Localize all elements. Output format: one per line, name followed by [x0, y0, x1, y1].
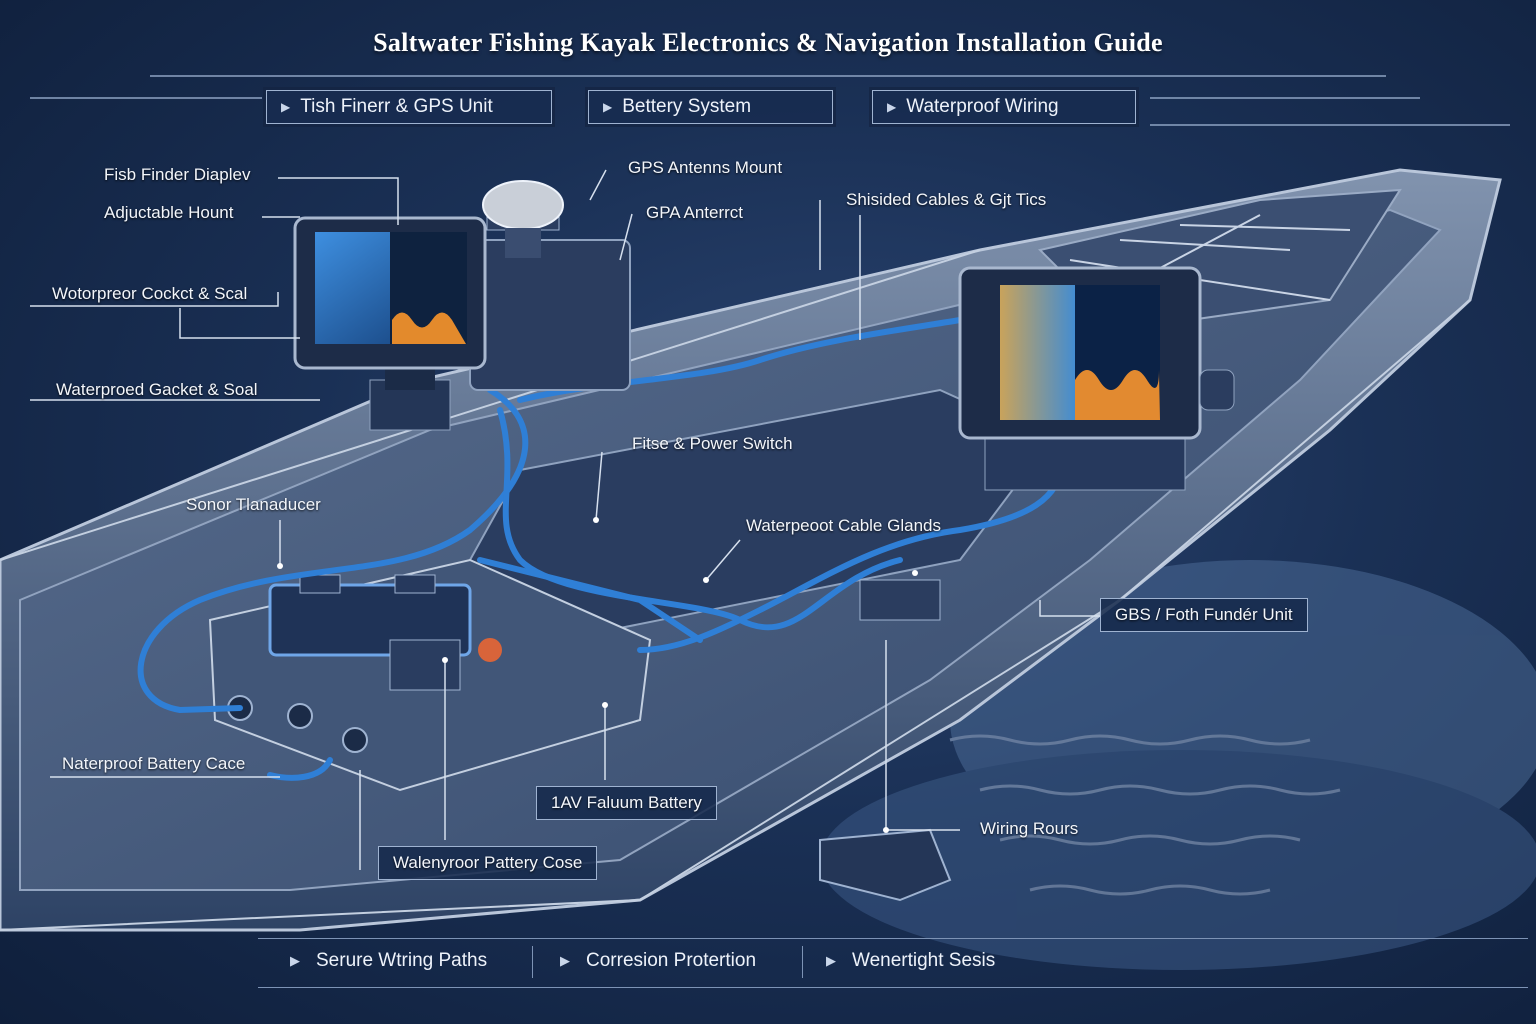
- play-arrow-icon: ▶: [560, 953, 570, 968]
- tab-fish-finder-gps[interactable]: ▶ Tish Finerr & GPS Unit: [266, 90, 552, 124]
- transducer-unit: [819, 579, 952, 902]
- tab-battery-system[interactable]: ▶ Bettery System: [588, 90, 833, 124]
- leader-lines: [30, 169, 1100, 870]
- play-arrow-icon: ▶: [290, 953, 300, 968]
- callout-gps-antenna-mount: GPS Antenns Mount: [628, 158, 783, 177]
- play-arrow-icon: ▶: [887, 100, 897, 114]
- play-arrow-icon: ▶: [826, 953, 836, 968]
- tab-label: Waterproof Wiring: [906, 96, 1059, 117]
- callout-shielded-cables: Shisided Cables & Gjt Tics: [846, 190, 1047, 209]
- leader-dots: [277, 517, 918, 833]
- footer-divider: [802, 946, 803, 978]
- left-fish-finder: [293, 180, 631, 431]
- wiring-cables: [137, 317, 1065, 781]
- callout-battery-case-bottom: Walenyroor Pattery Cose: [378, 846, 598, 880]
- footer-item-corrosion-protection[interactable]: ▶ Corresion Protertion: [560, 950, 756, 972]
- callout-adjustable-mount: Adjuctable Hount: [104, 203, 234, 222]
- callout-gasket-seal-lower: Waterproed Gacket & Soal: [56, 380, 258, 399]
- play-arrow-icon: ▶: [603, 100, 613, 114]
- callout-gasket-seal-upper: Wotorpreor Cockct & Scal: [52, 284, 248, 303]
- water-surface: [820, 560, 1536, 970]
- footer-divider: [532, 946, 533, 978]
- footer-label: Serure Wtring Paths: [316, 950, 488, 971]
- callout-wiring-routes: Wiring Rours: [980, 819, 1079, 838]
- footer-item-watertight-seals[interactable]: ▶ Wenertight Sesis: [826, 950, 995, 972]
- callout-battery-case-left: Naterproof Battery Cace: [62, 754, 246, 773]
- callout-lithium-battery: 1AV Faluum Battery: [536, 786, 717, 820]
- callout-fish-finder-unit: GBS / Foth Fundér Unit: [1100, 598, 1308, 632]
- tab-label: Tish Finerr & GPS Unit: [300, 96, 493, 117]
- tab-waterproof-wiring[interactable]: ▶ Waterproof Wiring: [872, 90, 1136, 124]
- footer-item-wiring-paths[interactable]: ▶ Serure Wtring Paths: [290, 950, 487, 972]
- callout-gps-antenna: GPA Anterrct: [646, 203, 744, 222]
- tab-label: Bettery System: [622, 96, 752, 117]
- battery-box: [208, 558, 652, 792]
- play-arrow-icon: ▶: [281, 100, 291, 114]
- callout-cable-glands: Waterpeoot Cable Glands: [746, 516, 941, 535]
- footer-label: Wenertight Sesis: [852, 950, 996, 971]
- header-rules: [30, 75, 1510, 126]
- right-fish-finder: [958, 266, 1235, 491]
- footer-bar: [258, 938, 1528, 988]
- callout-fish-finder-display: Fisb Finder Diaplev: [104, 165, 251, 184]
- footer-label: Corresion Protertion: [586, 950, 757, 971]
- callout-sonar-transducer: Sonor Tlanaducer: [186, 495, 321, 514]
- page-title: Saltwater Fishing Kayak Electronics & Na…: [373, 28, 1163, 57]
- callout-fuse-power-switch: Fitse & Power Switch: [632, 434, 793, 453]
